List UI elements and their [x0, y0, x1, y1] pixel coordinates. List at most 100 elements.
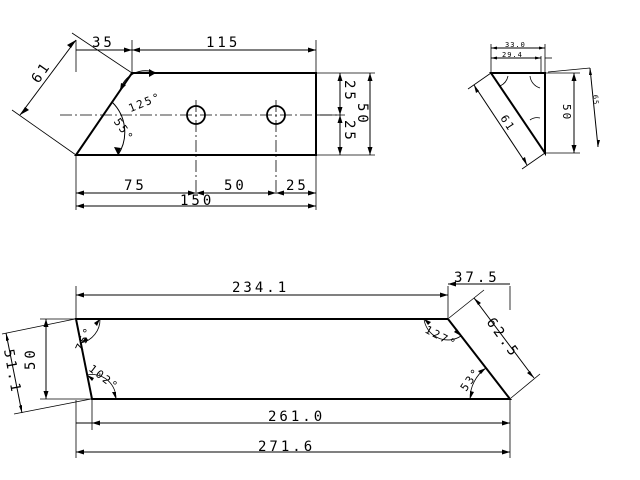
- top-right-part: 33.0 29.4 61 50 65: [467, 41, 600, 170]
- arrow: [268, 190, 276, 196]
- arrow: [502, 420, 510, 426]
- angle-label-125: 125°: [127, 90, 164, 115]
- arrow: [114, 147, 121, 155]
- top-right-ext-b: [521, 152, 546, 170]
- arrow: [367, 73, 373, 81]
- arrow: [81, 337, 88, 343]
- arrow: [502, 449, 510, 455]
- arrow: [19, 405, 22, 413]
- dim-label-625: 62.5: [483, 315, 523, 361]
- arrow: [337, 107, 343, 115]
- arrow: [76, 292, 84, 298]
- arrow: [94, 319, 100, 326]
- arrow: [43, 319, 49, 327]
- arrow: [448, 281, 456, 287]
- arrow: [124, 47, 132, 53]
- arrow: [571, 73, 577, 81]
- top-right-angle-arc-a: [499, 75, 509, 87]
- arrow: [522, 157, 527, 165]
- arrow: [491, 56, 497, 60]
- dim-label-75: 75: [124, 178, 147, 194]
- arrow: [132, 47, 140, 53]
- dim-label-2716: 271.6: [258, 439, 315, 455]
- arrow: [76, 190, 84, 196]
- dim-label-511: 51.1: [0, 348, 24, 396]
- arrow: [76, 449, 84, 455]
- arrow: [474, 85, 479, 93]
- arrow: [597, 140, 600, 147]
- arrow: [337, 115, 343, 123]
- arrow: [76, 203, 84, 209]
- angle-label-top-left: 75°: [73, 324, 96, 353]
- arrow: [92, 420, 100, 426]
- arrow: [424, 319, 431, 325]
- top-right-ext-far-a: [547, 67, 591, 73]
- bottom-ext-slant-b: [510, 373, 541, 399]
- arrow: [535, 56, 541, 60]
- top-left-part-outline: [74, 72, 317, 156]
- bottom-ext-slant-a: [448, 289, 485, 319]
- dim-label-115: 115: [206, 35, 240, 51]
- top-right-ext-a: [467, 72, 492, 90]
- dim-label-25-upper: 25: [341, 80, 357, 103]
- top-left-part: 35 115 61 25 25 50 125° 55°: [11, 32, 375, 210]
- arrow: [589, 68, 592, 75]
- arrow: [308, 47, 316, 53]
- arrow: [43, 391, 49, 399]
- dim-label-50-left: 50: [23, 347, 39, 370]
- bottom-angle-arc-top-right: [423, 318, 462, 341]
- top-left-ext-61-a: [71, 32, 133, 74]
- dim-label-50-right: 50: [354, 103, 370, 126]
- arrow: [196, 190, 204, 196]
- arrow: [149, 69, 156, 77]
- top-left-ext-61-b: [11, 109, 77, 156]
- top-right-angle-arc-b: [529, 75, 541, 89]
- dim-label-61-right: 61: [497, 113, 517, 135]
- dim-label-35: 35: [92, 35, 115, 51]
- dim-label-375: 37.5: [454, 270, 500, 286]
- arrow: [440, 292, 448, 298]
- dim-label-50-bottom: 50: [224, 178, 247, 194]
- arrow: [470, 391, 474, 399]
- arrow: [120, 83, 126, 91]
- dim-label-150: 150: [180, 193, 214, 209]
- bottom-ext-left-slant-a: [1, 318, 76, 335]
- arrow: [308, 203, 316, 209]
- dim-label-2610: 261.0: [268, 409, 325, 425]
- angle-label-bottom-right: 53°: [458, 365, 483, 394]
- arrow: [20, 107, 29, 115]
- arrow: [87, 375, 94, 381]
- arrow: [539, 46, 545, 50]
- arrow: [478, 368, 486, 374]
- arrow: [527, 371, 534, 378]
- top-right-dim-line-far: [589, 67, 599, 148]
- top-left-angle-arc-55: [111, 101, 126, 156]
- dim-label-294: 29.4: [502, 51, 523, 59]
- arrow: [337, 73, 343, 81]
- dim-label-far-right: 65: [591, 95, 600, 106]
- bottom-dim-line-511: [5, 332, 23, 414]
- arrow: [6, 333, 9, 341]
- arrow: [188, 190, 196, 196]
- dim-label-25-lower: 25: [341, 120, 357, 143]
- dim-label-50-top-right: 50: [560, 104, 573, 121]
- arrow: [308, 190, 316, 196]
- angle-label-55: 55°: [111, 116, 136, 145]
- bottom-ext-left-slant-b: [13, 398, 92, 415]
- top-left-dim-line-61: [19, 39, 77, 116]
- arrow: [276, 190, 284, 196]
- arrow: [67, 40, 76, 48]
- top-right-dim-line-61: [473, 84, 528, 166]
- dim-label-33: 33.0: [505, 41, 526, 49]
- dim-label-25-bottom: 25: [286, 178, 309, 194]
- arrow: [474, 298, 481, 305]
- arrow: [454, 329, 461, 336]
- arrow: [367, 147, 373, 155]
- bottom-part: 234.1 37.5 62.5 50 51.1 75° 102° 127°: [0, 270, 541, 458]
- arrow: [112, 392, 116, 399]
- arrow: [491, 46, 497, 50]
- arrow: [337, 147, 343, 155]
- dim-label-61: 61: [28, 58, 54, 86]
- top-right-angle-arc-c: [529, 117, 541, 121]
